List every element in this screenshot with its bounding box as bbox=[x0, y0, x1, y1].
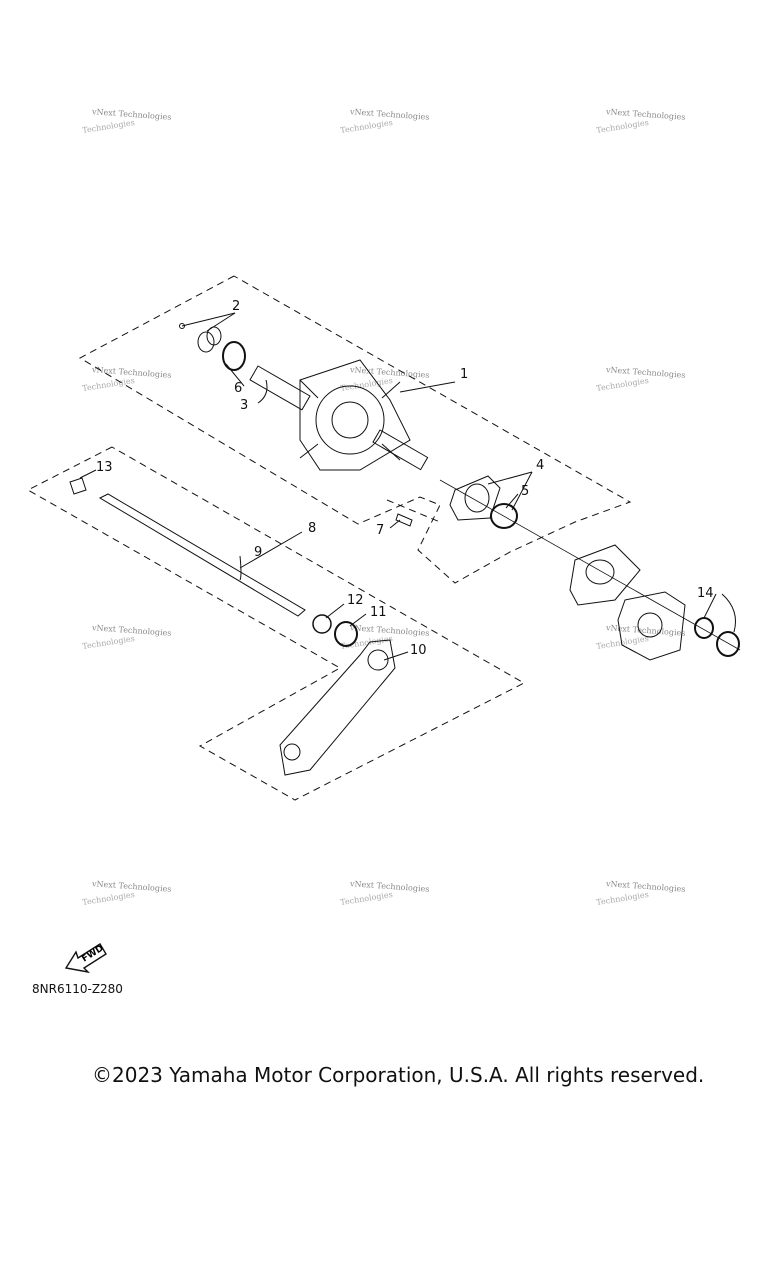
part-2-cap bbox=[197, 331, 215, 353]
leader-9 bbox=[239, 555, 242, 581]
callout-1: 1 bbox=[460, 367, 469, 382]
part-14-ring-a bbox=[694, 617, 714, 639]
leader-8 bbox=[239, 531, 303, 569]
group-outline-8 bbox=[26, 446, 526, 801]
callout-12: 12 bbox=[347, 593, 364, 608]
part-10-bracket bbox=[279, 639, 396, 776]
leader-5 bbox=[505, 493, 519, 509]
part-9-drive-shaft bbox=[98, 493, 306, 617]
leader-12 bbox=[325, 603, 345, 619]
callout-6: 6 bbox=[234, 381, 243, 396]
leader-3 bbox=[257, 379, 268, 404]
part-5-seal bbox=[490, 503, 518, 529]
callout-5: 5 bbox=[521, 484, 530, 499]
part-14-ring-b bbox=[716, 631, 740, 657]
part-12-oring bbox=[312, 614, 332, 634]
callout-11: 11 bbox=[370, 605, 387, 620]
callout-2: 2 bbox=[232, 299, 241, 314]
leader-14 bbox=[703, 593, 717, 619]
part-7-bolt bbox=[395, 513, 413, 527]
part-11-bearing bbox=[334, 621, 358, 647]
center-axis bbox=[439, 479, 741, 651]
diagram-code: 8NR6110-Z280 bbox=[32, 982, 123, 996]
leader-1 bbox=[399, 381, 456, 393]
leader-6 bbox=[225, 363, 245, 387]
callout-4: 4 bbox=[536, 458, 545, 473]
fwd-arrow-icon: FWD bbox=[64, 943, 107, 974]
part-6-ring bbox=[222, 341, 246, 371]
callout-3: 3 bbox=[240, 398, 249, 413]
callout-10: 10 bbox=[410, 643, 427, 658]
copyright-notice: ©2023 Yamaha Motor Corporation, U.S.A. A… bbox=[92, 1063, 705, 1087]
leader-2 bbox=[206, 312, 236, 332]
leader-7 bbox=[389, 519, 401, 529]
leader-4 bbox=[487, 471, 533, 485]
callout-14: 14 bbox=[697, 586, 714, 601]
part-2-pin bbox=[179, 323, 185, 329]
part-4-flange bbox=[449, 475, 501, 521]
part-1-impeller-housing bbox=[299, 359, 411, 471]
leader-11 bbox=[349, 613, 367, 627]
part-13-nut bbox=[69, 477, 87, 495]
callout-9: 9 bbox=[254, 545, 263, 560]
leader-10 bbox=[383, 651, 409, 661]
leader-13 bbox=[79, 469, 97, 479]
callout-13: 13 bbox=[96, 460, 113, 475]
callout-8: 8 bbox=[308, 521, 317, 536]
gasket-plate bbox=[569, 544, 641, 606]
group-outline-4 bbox=[386, 499, 441, 523]
callout-7: 7 bbox=[376, 523, 385, 538]
group-outline-1 bbox=[78, 275, 632, 584]
pump-housing bbox=[617, 591, 686, 661]
part-3-shaft bbox=[249, 365, 311, 411]
